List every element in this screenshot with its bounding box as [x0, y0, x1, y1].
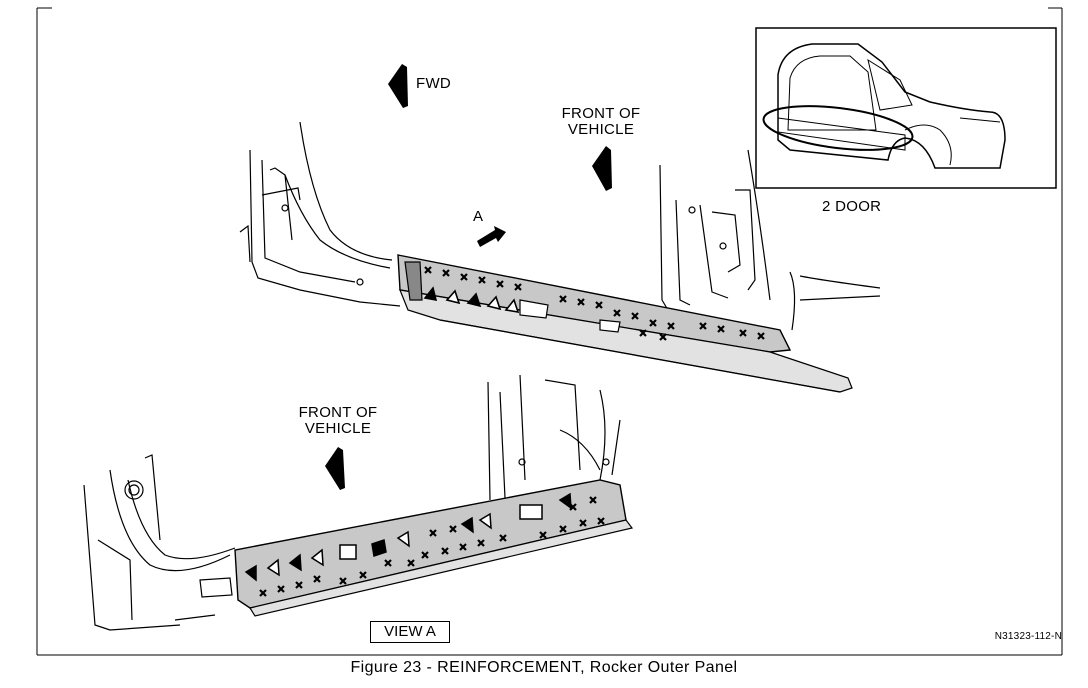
- fwd-label: FWD: [416, 75, 452, 92]
- front-of-vehicle-label-top: FRONT OF VEHICLE: [553, 106, 649, 138]
- front-of-vehicle-label-bottom: FRONT OF VEHICLE: [290, 405, 386, 437]
- figure-caption: Figure 23 - REINFORCEMENT, Rocker Outer …: [350, 659, 738, 676]
- inset-vehicle-locator: [755, 27, 1057, 189]
- figure-frame: [36, 7, 1063, 656]
- front-of-vehicle-top-line2: VEHICLE: [567, 121, 635, 138]
- view-a-box: VIEW A: [370, 621, 450, 643]
- upper-rocker-assembly: [239, 121, 881, 393]
- lower-rocker-assembly-view-a: [83, 374, 634, 631]
- front-of-vehicle-bottom-line2: VEHICLE: [304, 420, 372, 437]
- reference-code: N31323-112-N: [994, 631, 1062, 642]
- front-of-vehicle-bottom-line1: FRONT OF: [298, 404, 378, 421]
- front-of-vehicle-arrow-top: [592, 146, 612, 191]
- front-of-vehicle-top-line1: FRONT OF: [561, 105, 641, 122]
- view-marker-label: A: [473, 208, 484, 225]
- fwd-arrow: [388, 64, 408, 108]
- two-door-label: 2 DOOR: [822, 198, 882, 215]
- front-of-vehicle-arrow-bottom: [325, 447, 345, 490]
- view-a-arrow: [477, 226, 506, 247]
